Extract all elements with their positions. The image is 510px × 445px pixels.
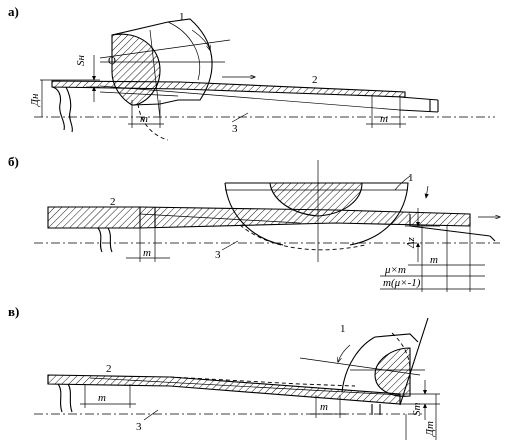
roll-number-b: 1 (408, 172, 414, 184)
offset-label-a: Sн (75, 55, 87, 67)
height-label-v: Дт (424, 421, 436, 437)
base-number-b: 3 (215, 249, 221, 261)
roll-number-v: 1 (340, 323, 346, 335)
strip-a: 2 (51, 74, 439, 133)
m-label-v1: m (98, 392, 106, 404)
panel-b: б) 1 2 3 (8, 154, 500, 292)
roll-v: 1 (299, 317, 429, 406)
base-number-v: 3 (136, 421, 142, 433)
strip-number-v: 2 (106, 363, 112, 375)
strip-number-b: 2 (110, 196, 116, 208)
panel-b-label: б) (8, 154, 19, 169)
m-label-a1: m (140, 113, 148, 125)
m-label-b2: m (430, 254, 438, 266)
dim-m-mu: m(μ×-1) (383, 277, 421, 289)
panel-v: в) 1 2 3 (8, 304, 440, 440)
panel-a-label: а) (8, 4, 19, 19)
offset-label-v: Sт (411, 403, 423, 417)
panel-v-label: в) (8, 304, 19, 319)
m-label-a2: m (380, 113, 388, 125)
strip-number-a: 2 (312, 74, 318, 86)
m-label-v2: m (320, 401, 328, 413)
panel-a: а) 1 O 2 (8, 4, 495, 141)
roll-centre-label: O (108, 55, 116, 67)
roll-a: 1 O (99, 11, 231, 141)
dim-mu-m: μ×m (384, 264, 406, 276)
strip-b: 2 (47, 196, 500, 253)
base-number-a: 3 (232, 123, 238, 135)
m-label-b1: m (143, 247, 151, 259)
height-label-a: Дн (29, 93, 41, 107)
gap-label-b: Δz (405, 237, 417, 249)
roll-number-a: 1 (179, 11, 185, 23)
